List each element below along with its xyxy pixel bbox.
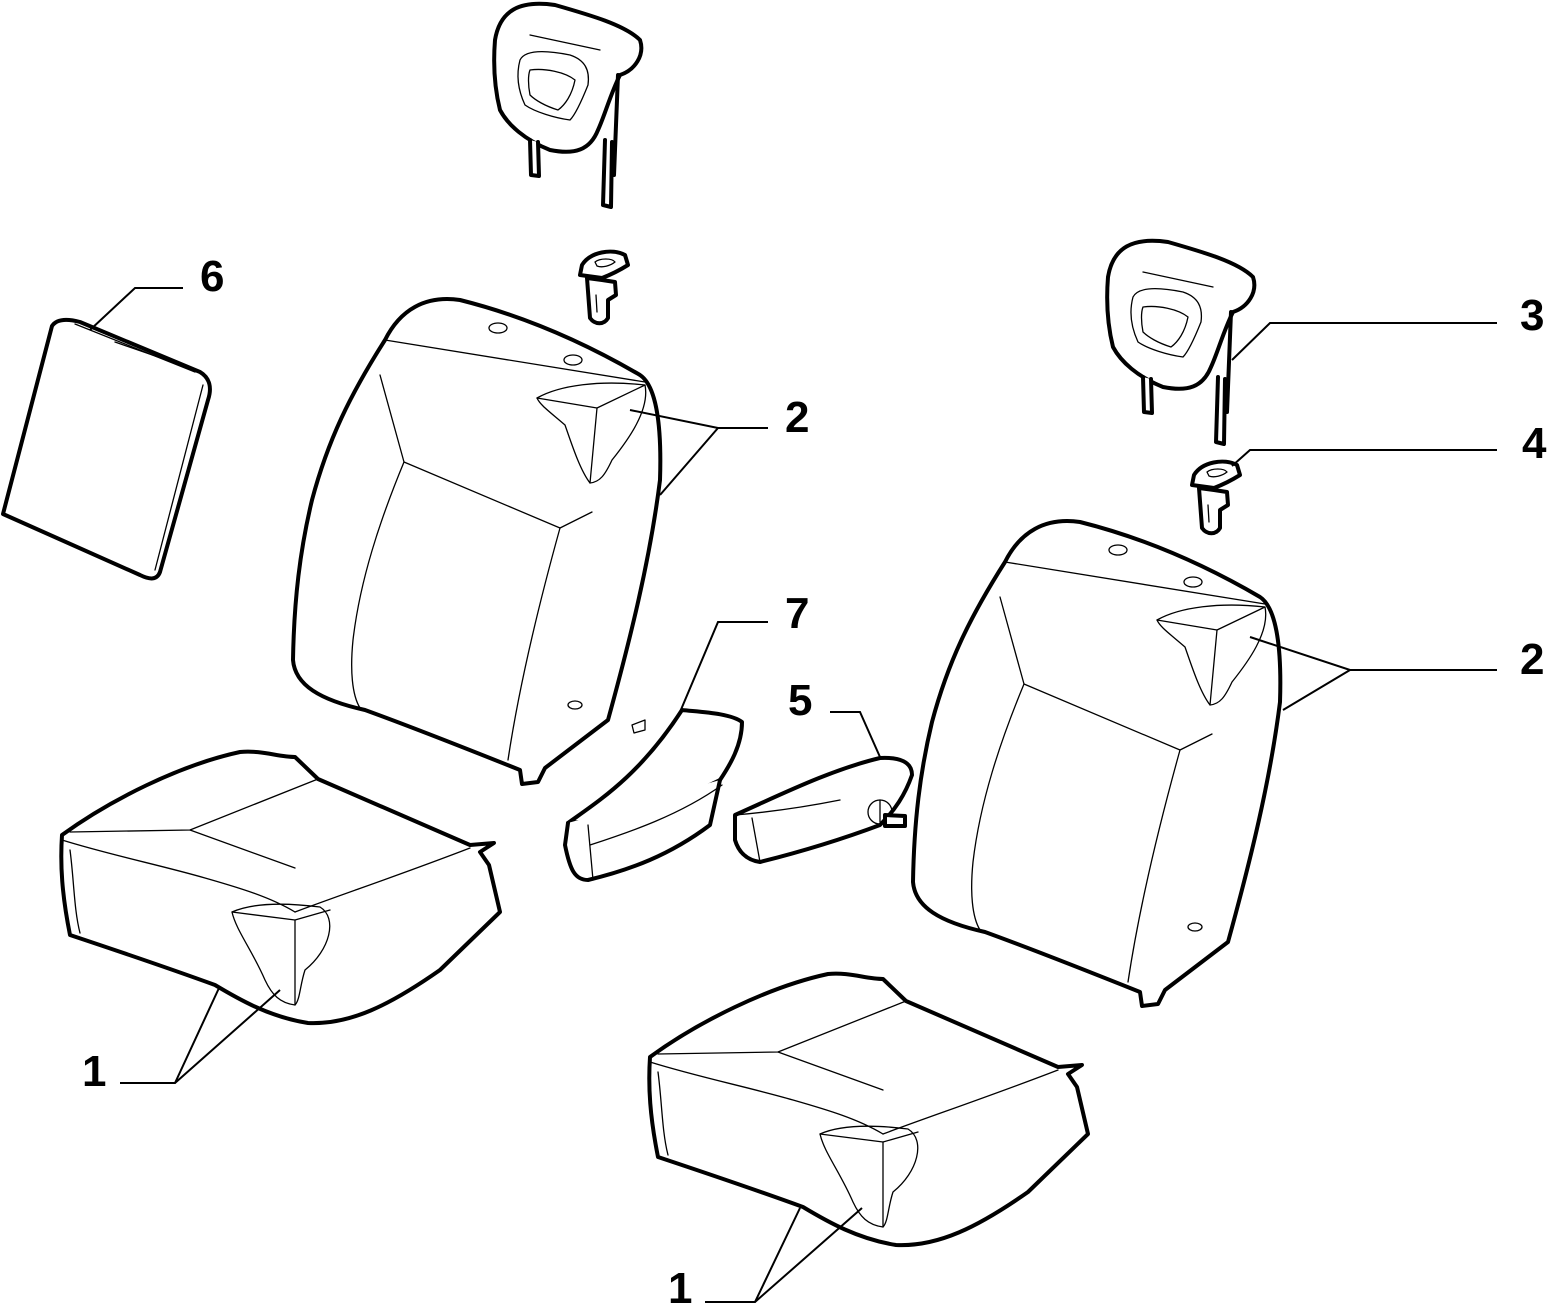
- callout-2-lower: 2: [1520, 635, 1544, 684]
- seat-cushion-left: [59, 749, 503, 1026]
- leader-2-upper: [629, 409, 768, 496]
- leader-1-right: [705, 1207, 863, 1303]
- headrest-guide-left: [578, 249, 630, 326]
- leader-7: [679, 621, 768, 713]
- headrest-left: [492, 1, 644, 209]
- armrest-5: [733, 755, 914, 864]
- headrest-right: [1105, 238, 1257, 446]
- armrest-7: [563, 708, 744, 882]
- callout-3: 3: [1520, 291, 1544, 340]
- seat-cushion-right: [647, 971, 1090, 1248]
- callout-4: 4: [1522, 419, 1547, 468]
- callout-2-upper: 2: [785, 393, 809, 442]
- leader-3: [1231, 322, 1497, 361]
- back-panel: [1, 317, 212, 581]
- leader-1-left: [120, 987, 281, 1084]
- leader-2-lower: [1249, 636, 1497, 711]
- leader-lines: [89, 287, 1497, 1303]
- callout-1-left: 1: [82, 1047, 106, 1096]
- callouts: 6 2 3 4 7 5 2 1 1: [82, 252, 1547, 1305]
- headrest-guide-right: [1190, 459, 1242, 536]
- seat-backrest-left: [291, 297, 663, 786]
- leader-4: [1231, 449, 1497, 467]
- callout-6: 6: [200, 252, 224, 301]
- callout-5: 5: [788, 676, 812, 725]
- leader-5: [830, 711, 881, 758]
- leader-6: [89, 287, 183, 331]
- seat-backrest-right: [911, 519, 1283, 1008]
- callout-7: 7: [785, 589, 809, 638]
- callout-1-right: 1: [668, 1264, 692, 1305]
